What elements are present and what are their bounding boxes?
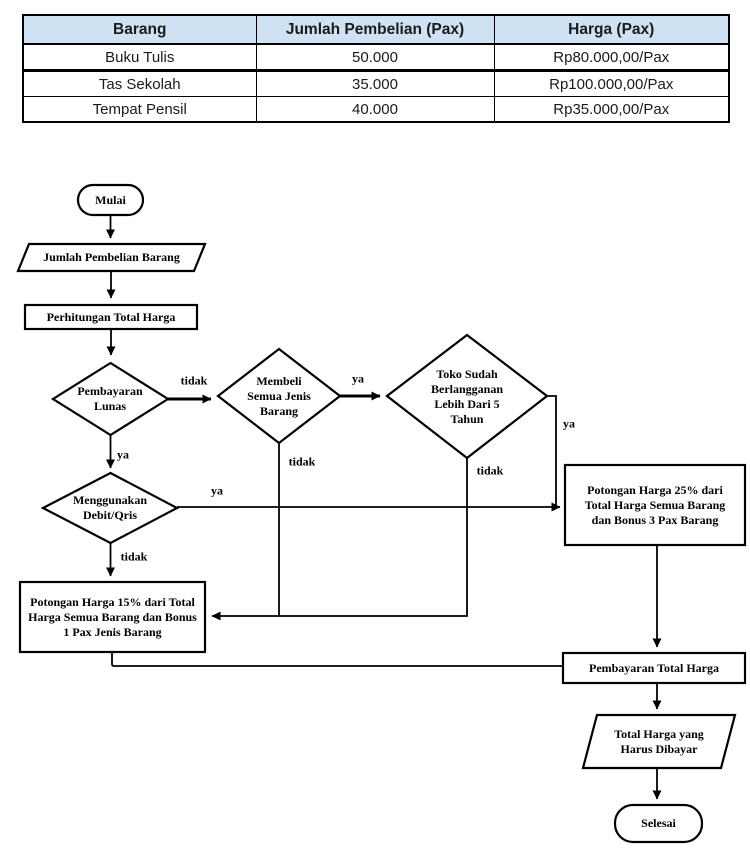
table-header-row: Barang Jumlah Pembelian (Pax) Harga (Pax… (22, 14, 730, 45)
input-parallelogram-shape (16, 242, 207, 273)
discount25-rect-shape (563, 463, 747, 547)
cell-jumlah: 35.000 (255, 70, 495, 97)
cell-harga: Rp100.000,00/Pax (493, 70, 730, 97)
edge-discount15-to-payment (111, 652, 563, 667)
decision-lunas-shape (50, 361, 171, 437)
decision-debit-shape (40, 471, 180, 545)
cell-barang: Tempat Pensil (22, 96, 257, 123)
header-harga: Harga (Pax) (493, 14, 730, 45)
edge-toko-ya-down (547, 395, 557, 507)
table-row: Buku Tulis 50.000 Rp80.000,00/Pax (22, 43, 730, 72)
output-parallelogram-shape (581, 713, 737, 770)
table-row: Tempat Pensil 40.000 Rp35.000,00/Pax (22, 96, 730, 123)
cell-jumlah: 40.000 (255, 96, 495, 123)
end-terminator-shape (613, 803, 704, 844)
process-rect-shape (23, 303, 199, 331)
cell-harga: Rp80.000,00/Pax (493, 43, 730, 72)
decision-semua-shape (216, 347, 342, 445)
header-jumlah: Jumlah Pembelian (Pax) (255, 14, 495, 45)
header-barang: Barang (22, 14, 257, 45)
payment-rect-shape (561, 651, 747, 685)
cell-jumlah: 50.000 (255, 43, 495, 72)
start-terminator-shape (76, 183, 145, 217)
cell-barang: Buku Tulis (22, 43, 257, 72)
edge-toko-tidak-to-discount15 (211, 458, 468, 621)
cell-harga: Rp35.000,00/Pax (493, 96, 730, 123)
discount15-rect-shape (18, 580, 207, 654)
table-row: Tas Sekolah 35.000 Rp100.000,00/Pax (22, 70, 730, 97)
price-table: Barang Jumlah Pembelian (Pax) Harga (Pax… (22, 14, 730, 123)
decision-toko-shape (385, 333, 549, 460)
